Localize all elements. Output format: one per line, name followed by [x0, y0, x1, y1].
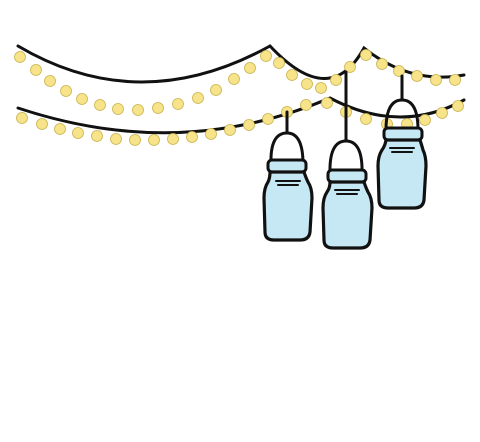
- light-bulb: [172, 98, 184, 110]
- light-bulb: [393, 65, 405, 77]
- light-bulb: [315, 82, 327, 94]
- jar-handle: [269, 131, 305, 166]
- jar-hangers: [285, 70, 404, 142]
- light-bulb: [192, 92, 204, 104]
- light-bulb: [76, 93, 88, 105]
- jar-highlight: [275, 180, 301, 186]
- light-bulb: [224, 124, 236, 136]
- light-bulb: [148, 134, 160, 146]
- light-bulb: [260, 50, 272, 62]
- light-bulb: [419, 114, 431, 126]
- jar-body: [376, 138, 428, 210]
- light-bulb: [205, 128, 217, 140]
- jar-handle: [384, 98, 420, 132]
- jar-highlight: [334, 189, 360, 195]
- mason-jar-left: [262, 131, 314, 242]
- upper-right-light-string: [268, 44, 466, 80]
- light-bulb: [360, 113, 372, 125]
- light-bulb: [452, 100, 464, 112]
- light-bulb: [129, 134, 141, 146]
- jar-body: [262, 170, 314, 242]
- light-bulb: [262, 113, 274, 125]
- light-bulb: [167, 133, 179, 145]
- light-bulb: [91, 130, 103, 142]
- mason-jar-right: [376, 98, 428, 210]
- jar-highlight: [389, 147, 415, 153]
- light-bulb: [430, 74, 442, 86]
- light-bulb: [330, 74, 342, 86]
- light-bulb: [411, 70, 423, 82]
- light-bulb: [60, 85, 72, 97]
- light-bulb: [132, 104, 144, 116]
- light-bulb: [360, 49, 372, 61]
- mason-jar-middle: [321, 139, 374, 250]
- light-bulb: [273, 57, 285, 69]
- light-bulb: [376, 58, 388, 70]
- light-bulb: [344, 61, 356, 73]
- jar-lid: [382, 126, 424, 142]
- light-bulb: [449, 74, 461, 86]
- light-bulb: [436, 107, 448, 119]
- light-bulb: [300, 99, 312, 111]
- jar-handle: [328, 139, 364, 176]
- jar-lid: [266, 158, 308, 174]
- light-bulb: [321, 97, 333, 109]
- jar-lid: [326, 168, 368, 184]
- light-bulb: [94, 99, 106, 111]
- light-bulb: [14, 51, 26, 63]
- light-bulb: [228, 73, 240, 85]
- light-bulb: [112, 103, 124, 115]
- light-bulb: [54, 123, 66, 135]
- light-bulb: [30, 64, 42, 76]
- light-bulb: [244, 62, 256, 74]
- light-bulb: [44, 75, 56, 87]
- light-bulb: [16, 112, 28, 124]
- light-bulb: [286, 69, 298, 81]
- light-bulb: [110, 133, 122, 145]
- light-strings: [16, 44, 466, 135]
- light-bulb: [301, 78, 313, 90]
- light-bulb: [36, 118, 48, 130]
- light-bulb: [72, 127, 84, 139]
- lower-light-string: [16, 96, 466, 135]
- light-bulb: [243, 119, 255, 131]
- upper-left-light-string: [16, 44, 272, 84]
- light-bulb: [210, 84, 222, 96]
- light-bulb: [152, 102, 164, 114]
- light-bulb: [186, 131, 198, 143]
- jar-body: [321, 180, 374, 250]
